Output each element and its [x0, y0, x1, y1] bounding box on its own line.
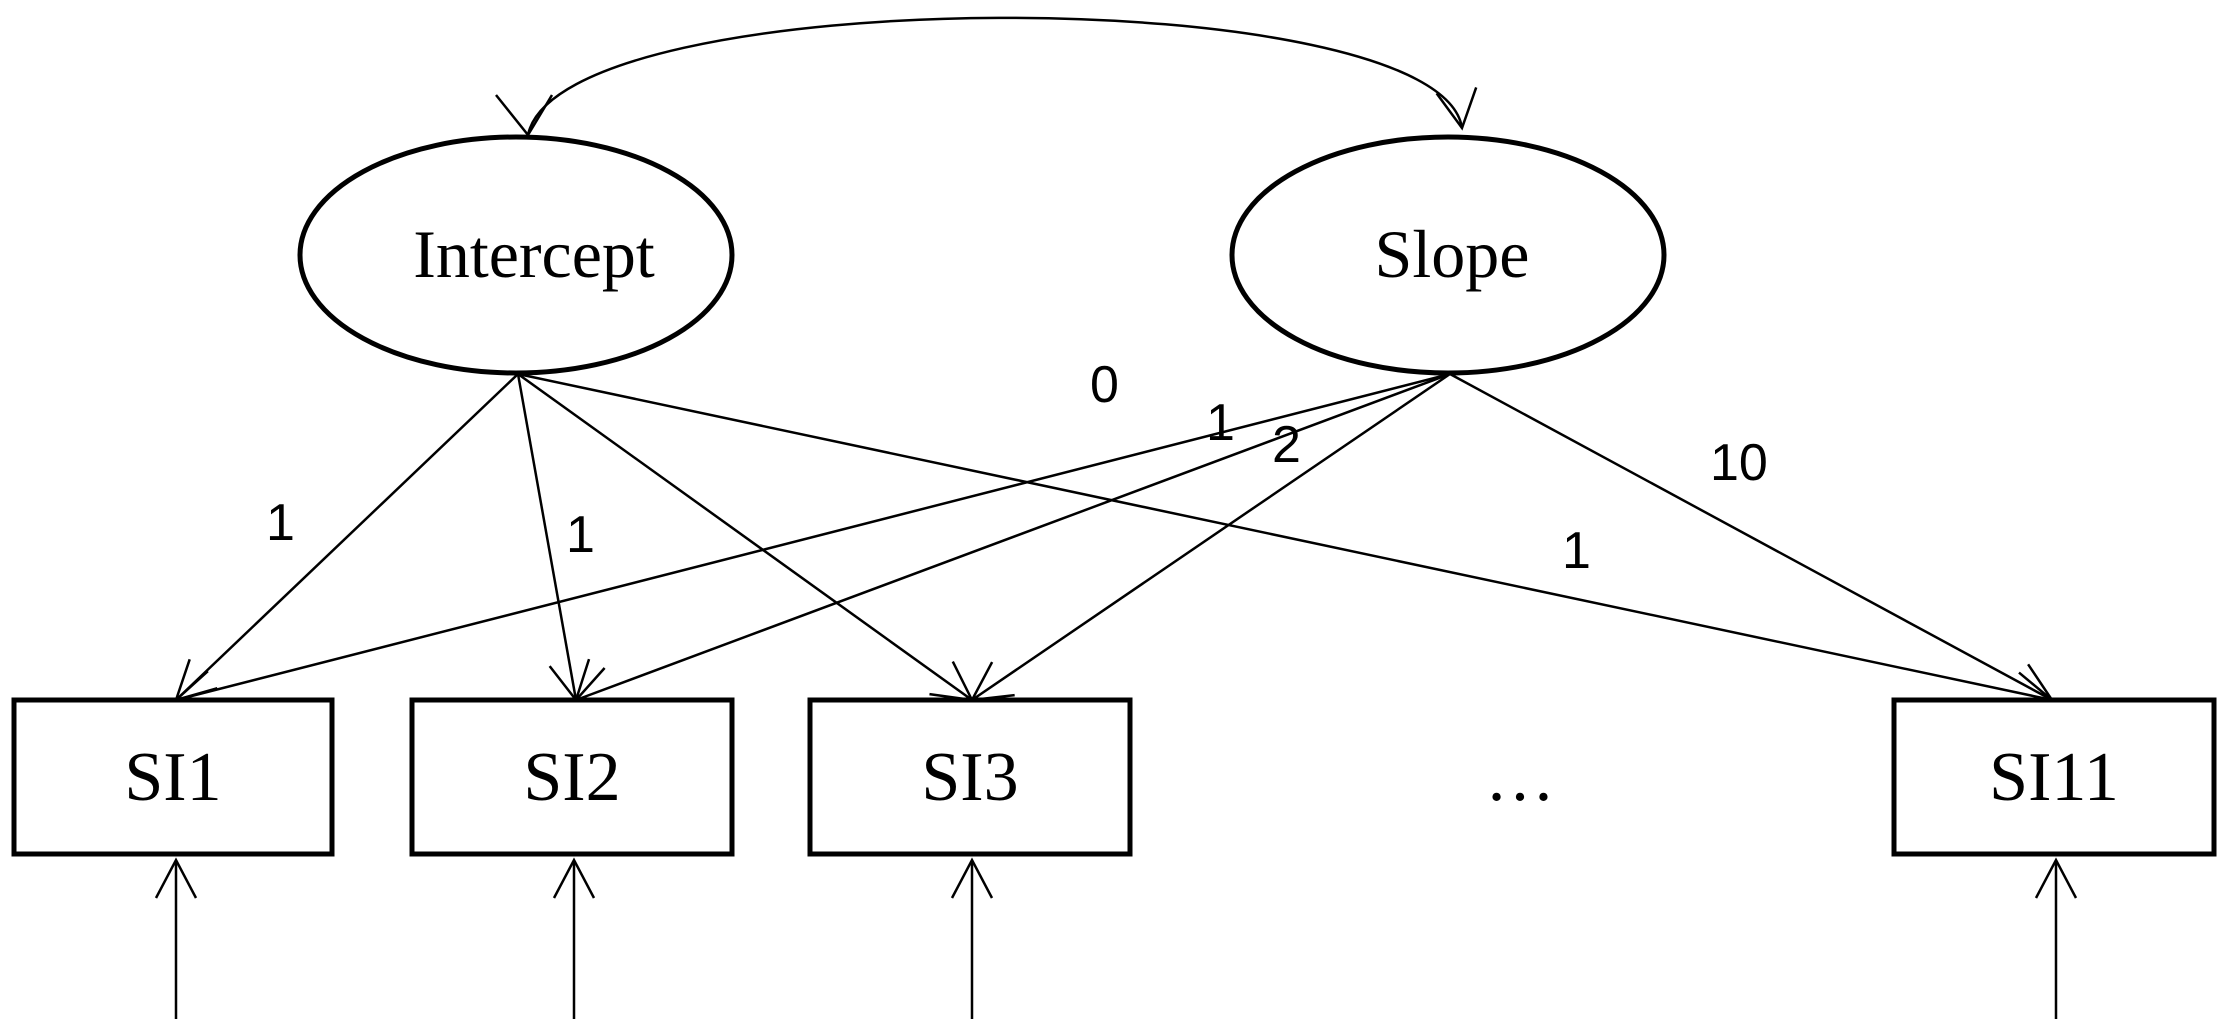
slope-to-si11-path — [1449, 372, 2055, 702]
slope-to-si1-path — [173, 372, 1451, 712]
indicator-si2-label: SI2 — [523, 739, 620, 816]
indicator-ellipsis: … — [1485, 739, 1555, 816]
intercept-si2-loading: 1 — [566, 506, 595, 564]
intercept-to-si1-path — [174, 373, 519, 702]
indicator-si2: SI2 — [409, 697, 735, 857]
intercept-si1-loading: 1 — [266, 494, 295, 552]
intercept-to-si3-path — [517, 372, 975, 702]
intercept-label: Intercept — [413, 216, 655, 292]
intercept-to-si11-path — [517, 372, 2055, 713]
slope-factor: Slope — [1229, 134, 1667, 376]
intercept-factor: Intercept — [297, 134, 735, 376]
intercept-to-si2-path — [516, 373, 591, 703]
indicator-si3-label: SI3 — [921, 739, 1018, 816]
covariance-arc — [526, 16, 1478, 136]
indicator-si1-label: SI1 — [124, 739, 221, 816]
slope-to-si2-path — [573, 372, 1451, 707]
intercept-si11-loading: 1 — [1562, 522, 1591, 580]
slope-si2-loading: 1 — [1206, 394, 1235, 452]
covariance-arrowhead-intercept — [495, 94, 554, 138]
slope-to-si3-path — [969, 372, 1451, 702]
slope-si3-loading: 2 — [1272, 416, 1301, 474]
slope-label: Slope — [1375, 216, 1530, 292]
indicator-si3: SI3 — [807, 697, 1133, 857]
slope-si11-loading: 10 — [1710, 434, 1768, 492]
slope-si1-loading: 0 — [1090, 356, 1119, 414]
indicator-si11-label: SI11 — [1989, 739, 2119, 816]
indicator-si11: SI11 — [1891, 697, 2217, 857]
indicator-si1: SI1 — [11, 697, 335, 857]
